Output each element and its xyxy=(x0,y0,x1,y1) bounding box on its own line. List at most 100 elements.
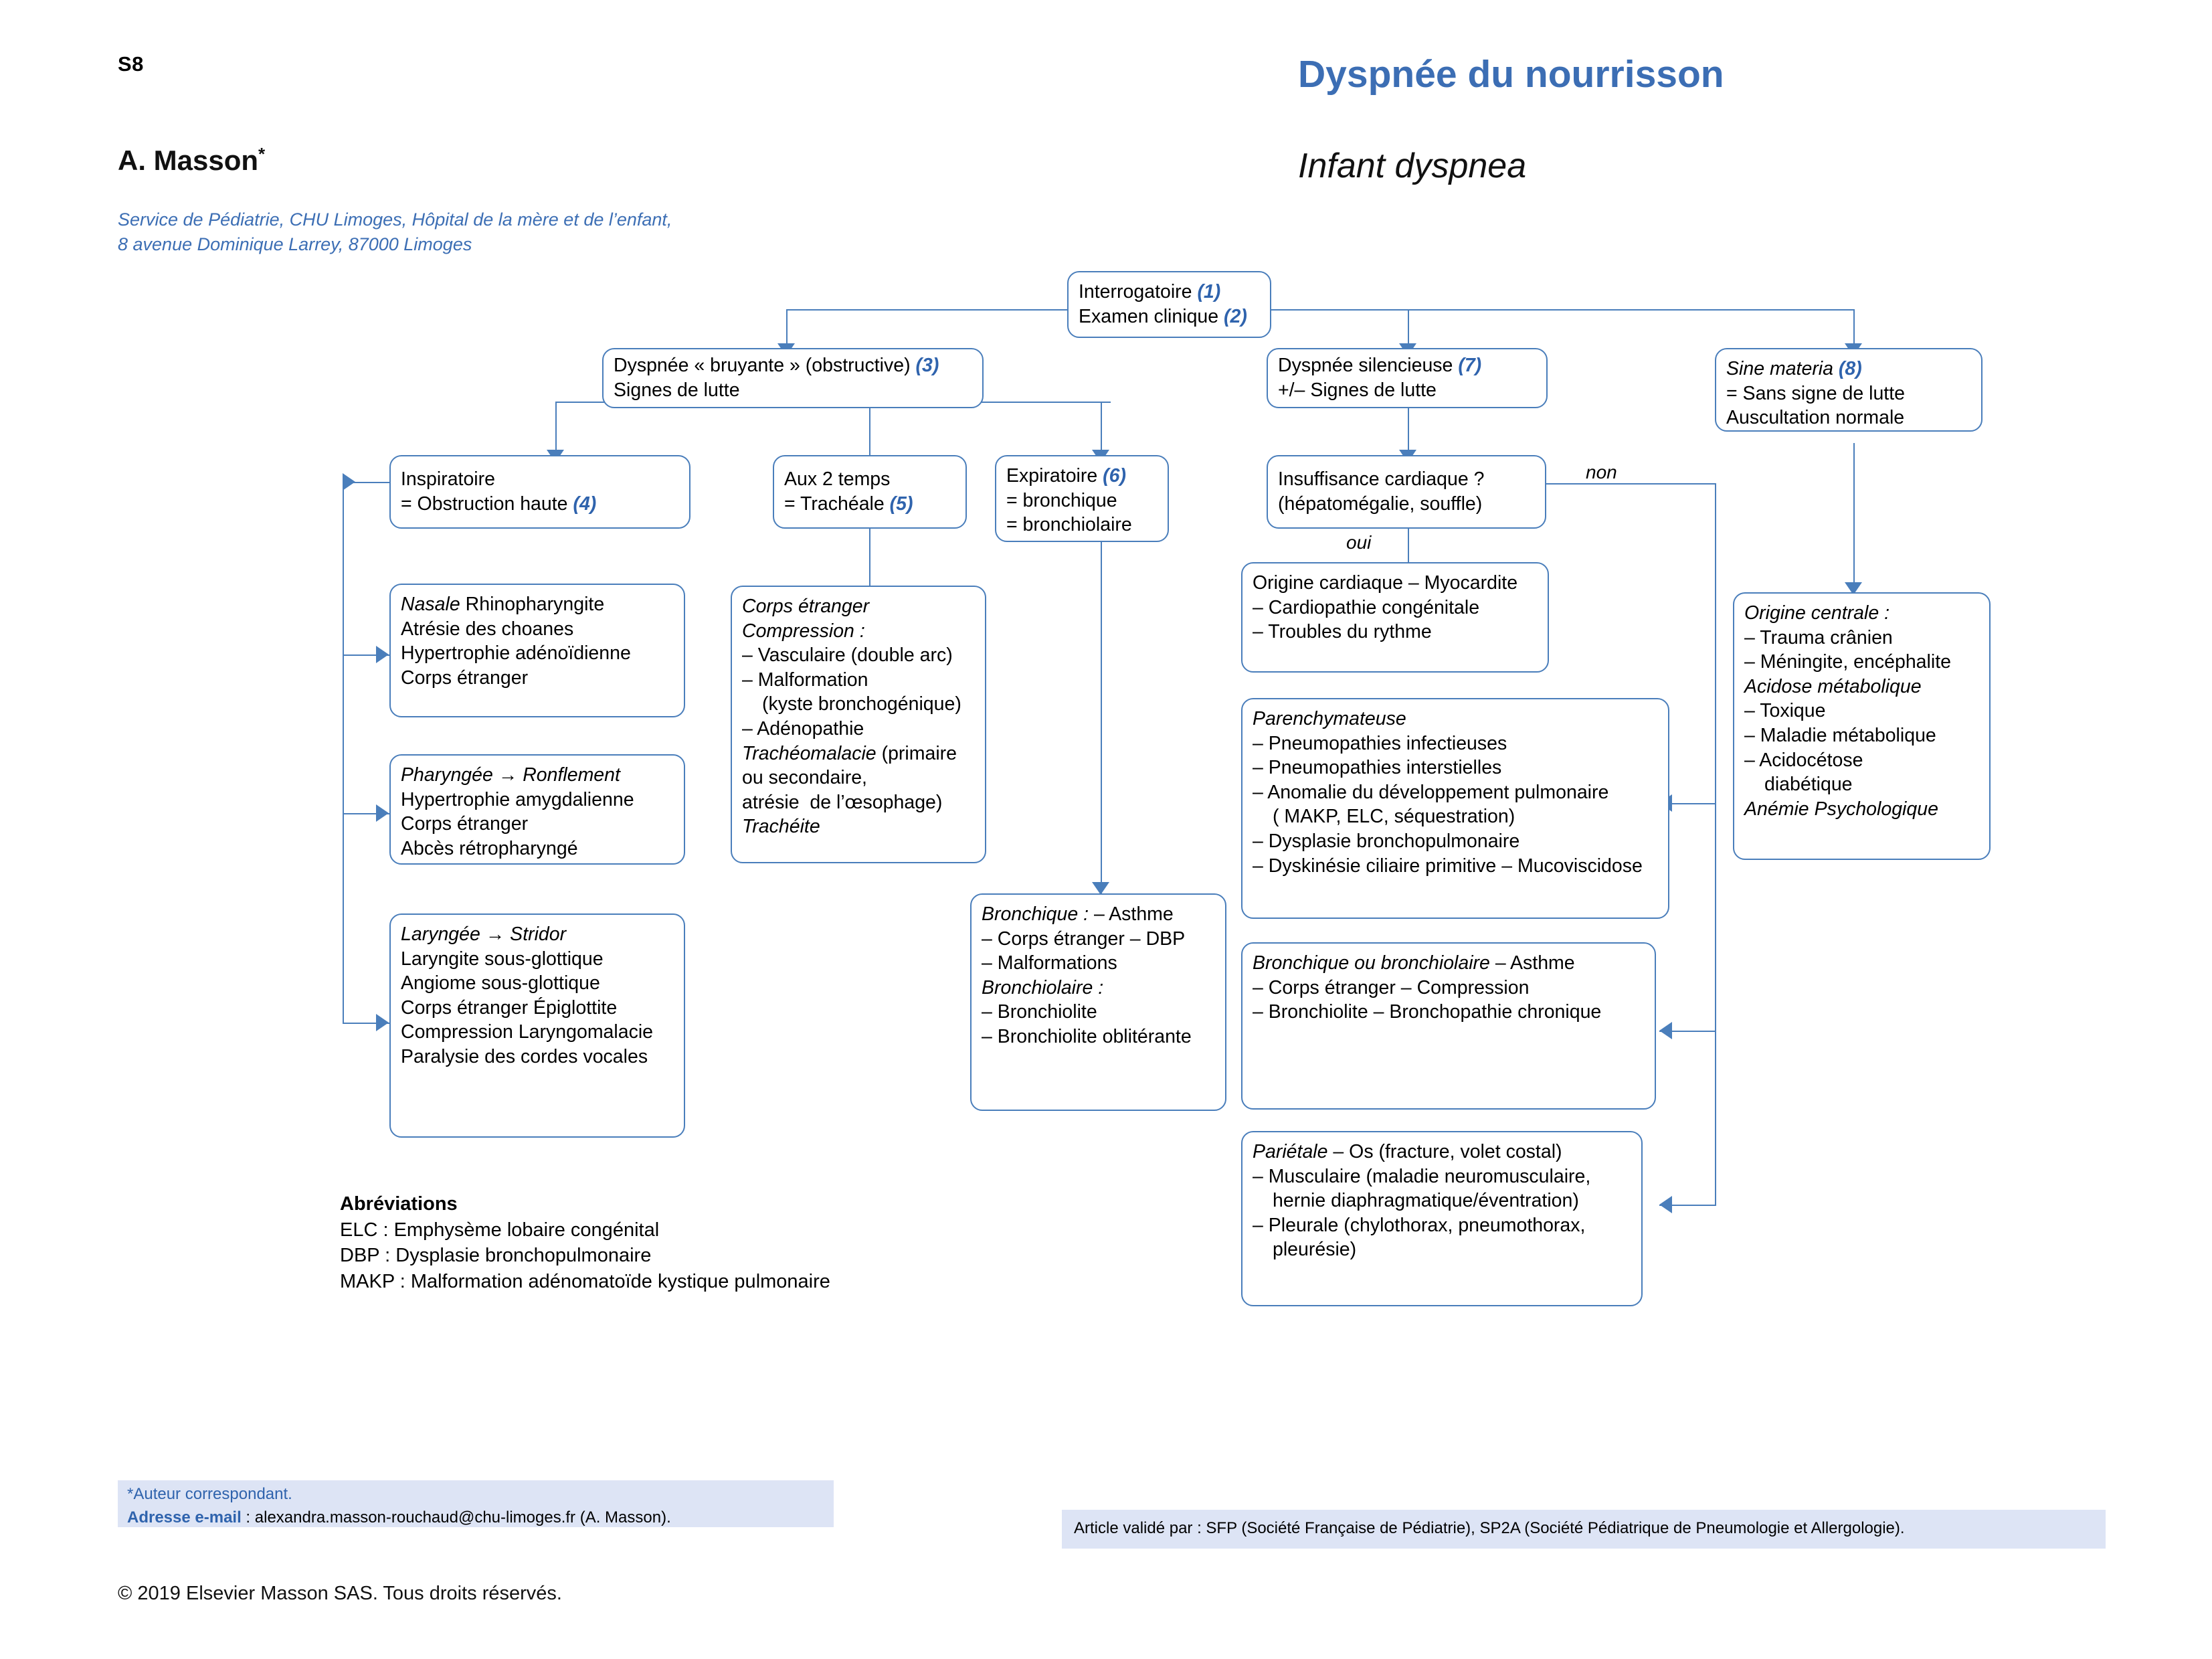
node-dyspnee-silencieuse[interactable]: Dyspnée silencieuse (7) +/– Signes de lu… xyxy=(1267,348,1548,408)
connector-to-inspiratoire xyxy=(555,402,557,455)
node-laryngee[interactable]: Laryngée → Stridor Laryngite sous-glotti… xyxy=(389,913,685,1138)
node-item: – Bronchiolite xyxy=(982,1001,1097,1023)
connector-down-to-obstructive xyxy=(786,309,788,348)
email-label: Adresse e-mail xyxy=(127,1508,242,1526)
node-nasale[interactable]: Nasale Rhinopharyngite Atrésie des choan… xyxy=(389,584,685,717)
node-item: Angiome sous-glottique xyxy=(401,972,600,994)
connector-to-nasale xyxy=(343,654,389,657)
node-item: – Acidocétose xyxy=(1744,749,1863,771)
abbreviation-item: ELC : Emphysème lobaire congénital xyxy=(340,1219,660,1241)
node-subitem: (kyste bronchogénique) xyxy=(762,693,961,715)
node-bronchique-ou-bronchiolaire[interactable]: Bronchique ou bronchiolaire – Asthme – C… xyxy=(1241,942,1656,1110)
node-item: – Vasculaire (double arc) xyxy=(742,644,953,667)
node-line: Sine materia (8) xyxy=(1726,358,1862,379)
node-line: Inspiratoire xyxy=(401,468,495,491)
node-heading: Acidose métabolique xyxy=(1744,675,1922,697)
node-tracheal-causes[interactable]: Corps étranger Compression : – Vasculair… xyxy=(731,586,986,863)
node-item: – Adénopathie xyxy=(742,718,864,740)
node-line: Aux 2 temps xyxy=(784,468,891,491)
connector-non-right xyxy=(1546,483,1716,485)
node-item: ou secondaire, xyxy=(742,767,867,789)
node-item: Trachéomalacie (primaire xyxy=(742,742,957,764)
node-parietale[interactable]: Pariétale – Os (fracture, volet costal) … xyxy=(1241,1131,1643,1306)
node-insuffisance-cardiaque[interactable]: Insuffisance cardiaque ? (hépatomégalie,… xyxy=(1267,455,1546,529)
node-item: – Dysplasie bronchopulmonaire xyxy=(1253,831,1520,853)
connector-down-to-sine xyxy=(1853,309,1855,348)
edge-label-non: non xyxy=(1586,462,1617,483)
node-line: Auscultation normale xyxy=(1726,407,1905,429)
node-item: – Malformations xyxy=(982,952,1117,974)
connector-down-to-silent xyxy=(1408,309,1410,348)
connector-to-aux2temps xyxy=(869,402,871,468)
node-item: Épiglottite xyxy=(533,996,618,1019)
node-line: = Trachéale (5) xyxy=(784,493,913,515)
node-item: – Mucoviscidose xyxy=(1501,855,1643,877)
node-origine-centrale[interactable]: Origine centrale : – Trauma crânien – Mé… xyxy=(1733,592,1991,860)
node-item: Paralysie des cordes vocales xyxy=(401,1046,648,1068)
author-label: A. Masson xyxy=(118,145,259,176)
node-heading: Pariétale xyxy=(1253,1141,1328,1162)
node-interrogatoire[interactable]: Interrogatoire (1) Examen clinique (2) xyxy=(1067,271,1271,338)
node-aux-2-temps[interactable]: Aux 2 temps = Trachéale (5) xyxy=(773,455,967,529)
corresponding-author-box: *Auteur correspondant. Adresse e-mail : … xyxy=(118,1480,834,1527)
node-line: Examen clinique (2) xyxy=(1079,306,1247,327)
node-item: Atrésie des choanes xyxy=(401,618,574,640)
node-heading: Laryngée → Stridor xyxy=(401,924,567,945)
node-inspiratoire[interactable]: Inspiratoire = Obstruction haute (4) xyxy=(389,455,690,529)
node-item: – Anomalie du développement pulmonaire xyxy=(1253,781,1609,803)
node-origine-cardiaque[interactable]: Origine cardiaque – Myocardite – Cardiop… xyxy=(1241,562,1549,673)
node-line: Insuffisance cardiaque ? xyxy=(1278,468,1485,491)
node-dyspnee-bruyante[interactable]: Dyspnée « bruyante » (obstructive) (3) S… xyxy=(602,348,984,408)
page-title-french: Dyspnée du nourrisson xyxy=(1298,53,1724,96)
node-item: atrésie de l’œsophage) xyxy=(742,791,943,813)
connector-non-to-bronchique2 xyxy=(1659,1031,1716,1033)
node-heading: Psychologique xyxy=(1814,798,1938,820)
connector-root-to-left xyxy=(786,309,1067,311)
node-heading: Bronchique ou bronchiolaire xyxy=(1253,952,1490,974)
node-bronchique-bronchiolaire-causes[interactable]: Bronchique : – Asthme – Corps étranger –… xyxy=(970,893,1226,1111)
connector-non-to-parenchymateuse xyxy=(1659,803,1716,805)
node-item: Laryngite sous-glottique xyxy=(401,948,604,970)
node-item: – Compression xyxy=(1400,976,1530,998)
node-line: = Sans signe de lutte xyxy=(1726,382,1905,404)
node-item: – Toxique xyxy=(1744,700,1826,722)
affiliation-line-2: 8 avenue Dominique Larrey, 87000 Limoges xyxy=(118,234,472,255)
node-item: – Bronchopathie chronique xyxy=(1373,1001,1602,1023)
connector-aux2temps-down xyxy=(869,529,871,586)
author-name: A. Masson* xyxy=(118,144,265,177)
node-sine-materia[interactable]: Sine materia (8) = Sans signe de lutte A… xyxy=(1715,348,1983,432)
node-subitem: ( MAKP, ELC, séquestration) xyxy=(1273,806,1515,828)
connector-expiratoire-down xyxy=(1101,542,1103,893)
connector-to-laryngee xyxy=(343,1023,389,1025)
node-item: – Asthme xyxy=(1093,903,1174,925)
node-item: – Corps étranger xyxy=(982,928,1125,950)
connector-root-to-right xyxy=(1271,309,1853,311)
abbreviation-item: MAKP : Malformation adénomatoïde kystiqu… xyxy=(340,1270,830,1292)
node-heading: Trachéite xyxy=(742,816,820,838)
node-item: – Troubles du rythme xyxy=(1253,621,1432,643)
node-item: Hypertrophie amygdalienne xyxy=(401,788,634,810)
arrow-right-nasale xyxy=(376,646,389,663)
node-parenchymateuse[interactable]: Parenchymateuse – Pneumopathies infectie… xyxy=(1241,698,1669,919)
node-expiratoire[interactable]: Expiratoire (6) = bronchique = bronchiol… xyxy=(995,455,1169,542)
corresponding-author-email: Adresse e-mail : alexandra.masson-roucha… xyxy=(127,1508,671,1527)
author-footnote-marker: * xyxy=(258,144,266,164)
node-item: Corps étranger xyxy=(401,996,529,1019)
node-item: – Myocardite xyxy=(1408,572,1518,594)
node-heading: Corps étranger xyxy=(742,596,870,617)
node-heading: Compression : xyxy=(742,620,865,642)
node-heading: Origine centrale : xyxy=(1744,602,1890,624)
node-line: Expiratoire (6) xyxy=(1006,465,1126,487)
connector-non-to-parietale xyxy=(1659,1205,1716,1207)
node-item: Hypertrophie adénoïdienne xyxy=(401,642,631,665)
node-pharyngee[interactable]: Pharyngée → Ronflement Hypertrophie amyg… xyxy=(389,754,685,865)
email-value[interactable]: : alexandra.masson-rouchaud@chu-limoges.… xyxy=(241,1508,671,1526)
abbreviation-item: DBP : Dysplasie bronchopulmonaire xyxy=(340,1245,652,1267)
node-line: = bronchiolaire xyxy=(1006,514,1132,536)
node-subitem: pleurésie) xyxy=(1273,1239,1357,1261)
node-heading: Bronchique : xyxy=(982,903,1089,925)
node-item: – Os (fracture, volet costal) xyxy=(1333,1141,1562,1162)
node-heading: Nasale xyxy=(401,594,460,615)
node-item: Laryngomalacie xyxy=(518,1021,654,1043)
node-item: – Bronchiolite oblitérante xyxy=(982,1026,1192,1048)
